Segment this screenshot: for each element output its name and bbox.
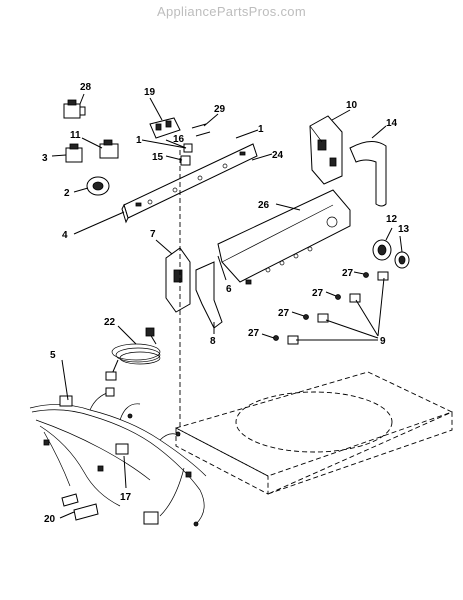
callout-13: 13	[398, 224, 410, 235]
part-19-timer	[149, 117, 181, 139]
callout-15: 15	[152, 152, 164, 163]
callout-27b: 27	[312, 288, 324, 299]
watermark-text: AppliancePartsPros.com	[157, 4, 306, 19]
callout-labels: 28 19 29 10 14 11 1 1 16 3 15 24 2 26 12…	[42, 82, 410, 525]
part-2-knob	[86, 176, 110, 196]
part-13-knob-cap	[394, 251, 410, 269]
callout-22: 22	[104, 317, 116, 328]
callout-5: 5	[50, 350, 56, 361]
part-27-screws	[273, 272, 369, 341]
callout-1a: 1	[136, 135, 142, 146]
callout-1b: 1	[258, 124, 264, 135]
part-8-hinge	[195, 261, 223, 329]
callout-8: 8	[210, 336, 216, 347]
top-cabinet-dashed	[174, 150, 454, 495]
part-9-buttons	[287, 271, 389, 345]
part-11-switch	[99, 139, 119, 159]
callout-24: 24	[272, 150, 284, 161]
part-4-control-bracket	[121, 143, 258, 224]
callout-29: 29	[214, 104, 226, 115]
part-28-switch	[63, 99, 86, 119]
callout-17: 17	[120, 492, 132, 503]
callout-27c: 27	[278, 308, 290, 319]
part-7-bracket	[165, 247, 191, 313]
leader-lines	[51, 93, 403, 519]
callout-3: 3	[42, 153, 48, 164]
callout-9: 9	[380, 336, 386, 347]
part-15-button	[180, 155, 191, 166]
part-3-switch	[65, 143, 83, 163]
callout-12: 12	[386, 214, 398, 225]
part-10-end-cap	[309, 115, 343, 185]
callout-19: 19	[144, 87, 156, 98]
callout-26: 26	[258, 200, 270, 211]
part-12-knob	[372, 239, 392, 261]
part-29-screws	[191, 123, 211, 137]
callout-27a: 27	[342, 268, 354, 279]
callout-6: 6	[226, 284, 232, 295]
callout-28: 28	[80, 82, 92, 93]
callout-16: 16	[173, 134, 185, 145]
part-20-bracket	[61, 493, 99, 521]
callout-4: 4	[62, 230, 68, 241]
part-14-end-cap	[349, 141, 387, 207]
callout-7: 7	[150, 229, 156, 240]
callout-27d: 27	[248, 328, 260, 339]
part-5-17-wire-harness	[29, 387, 207, 527]
callout-14: 14	[386, 118, 398, 129]
part-26-console	[217, 189, 351, 285]
callout-11: 11	[70, 130, 81, 141]
part-22-power-cord	[105, 327, 161, 381]
callout-2: 2	[64, 188, 70, 199]
callout-10: 10	[346, 100, 358, 111]
callout-20: 20	[44, 514, 56, 525]
